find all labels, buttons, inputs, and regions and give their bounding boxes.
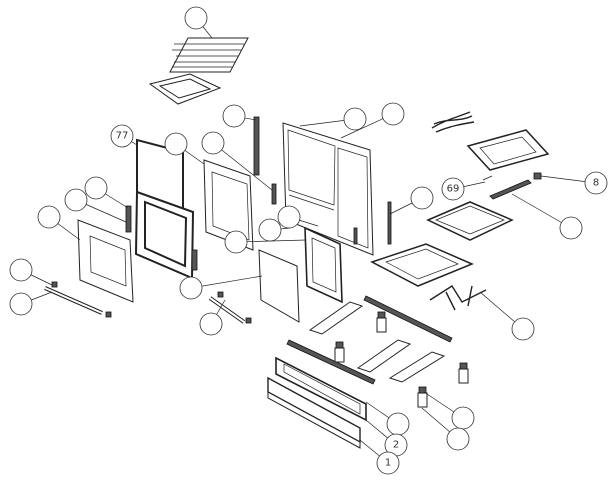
callout-label: 8 xyxy=(593,178,599,189)
side-rail xyxy=(387,201,392,245)
wiring-harness xyxy=(431,111,475,133)
inner-glass-panel xyxy=(203,159,254,251)
door-seal xyxy=(136,138,184,218)
callout-circles xyxy=(9,6,583,451)
hinge xyxy=(125,205,132,233)
side-strip xyxy=(253,116,260,176)
drawer-front xyxy=(267,376,361,449)
small-door-handle xyxy=(208,291,252,324)
door-frame xyxy=(134,190,195,280)
callout-69: 69 xyxy=(441,177,465,201)
top-grill xyxy=(169,37,249,73)
callout-label: 2 xyxy=(393,440,399,451)
door-handle xyxy=(44,281,112,318)
callout-label: 77 xyxy=(116,131,129,142)
callout-8: 8 xyxy=(584,171,608,195)
callout-label: 69 xyxy=(447,184,460,195)
wire-rack xyxy=(429,285,487,311)
back-frame xyxy=(282,122,374,256)
small-rail xyxy=(353,227,358,245)
small-door-frame xyxy=(304,226,343,304)
bottom-tray xyxy=(426,201,514,241)
base-supports xyxy=(286,295,453,385)
bracket-bar xyxy=(482,172,542,200)
base-plate xyxy=(370,243,474,287)
top-panel xyxy=(466,129,550,171)
callout-label: 1 xyxy=(385,458,391,469)
hinge-right xyxy=(191,249,198,271)
adjustable-feet xyxy=(334,311,469,408)
top-tray xyxy=(148,73,222,105)
small-door-panel xyxy=(258,249,300,323)
callout-1: 1 xyxy=(376,451,400,475)
small-strip xyxy=(271,183,277,205)
callout-77: 77 xyxy=(110,124,134,148)
outer-door-glass xyxy=(77,219,134,303)
